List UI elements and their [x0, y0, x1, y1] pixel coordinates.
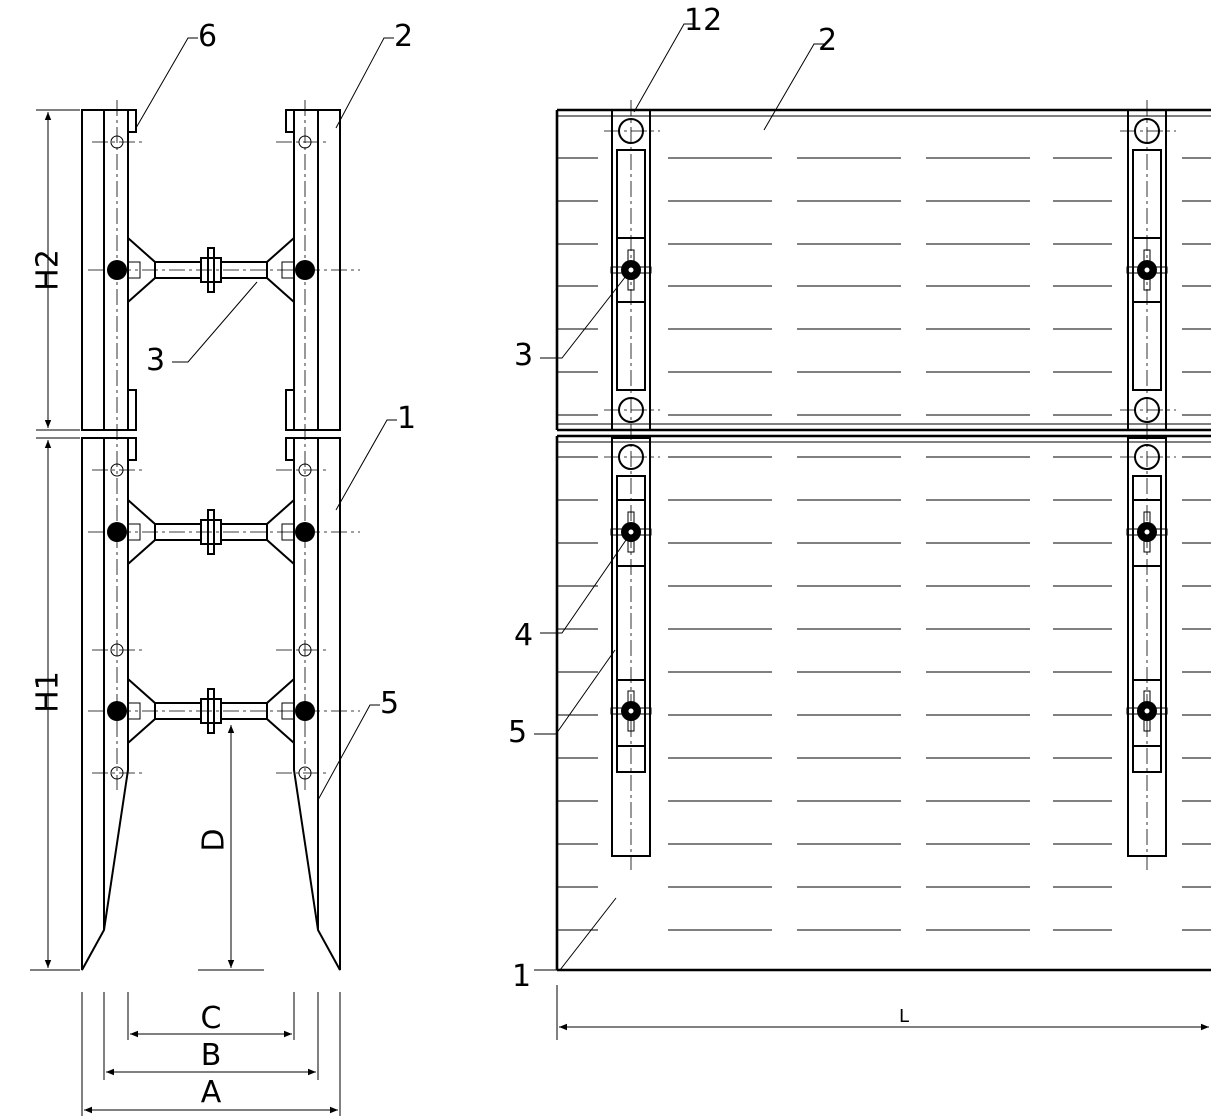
dimension-label-h2: H2 [31, 249, 66, 291]
callout-2-left: 2 [394, 19, 413, 54]
post-holes [92, 135, 330, 780]
callout-12: 12 [684, 3, 722, 38]
dimension-label-c: C [201, 1001, 222, 1036]
callout-5-left: 5 [380, 686, 399, 721]
dimension-a: A [81, 992, 341, 1116]
left-upright [604, 100, 660, 870]
upper-panel [555, 108, 1211, 432]
dimension-h2: H2 [31, 109, 80, 431]
dimension-label-h1: H1 [31, 671, 66, 713]
leader-2-left: 2 [335, 19, 413, 129]
board-lines [557, 157, 1211, 931]
callout-5-right: 5 [508, 715, 527, 750]
dimension-label-d: D [197, 828, 232, 851]
leader-6: 6 [135, 19, 217, 129]
leader-5-left: 5 [317, 686, 399, 801]
leader-2-right: 2 [763, 23, 837, 131]
bolt-upper-left [610, 249, 652, 291]
callout-1-right: 1 [512, 959, 531, 994]
leader-5-right: 5 [508, 649, 616, 750]
leader-1-right: 1 [512, 897, 617, 994]
callout-3-left: 3 [146, 343, 165, 378]
dimension-h1: H1 [30, 437, 80, 971]
front-view: L 12 2 3 4 5 1 [508, 3, 1211, 1040]
callout-2-right: 2 [818, 23, 837, 58]
bolt-lower-right [1126, 690, 1168, 732]
callout-6: 6 [198, 19, 217, 54]
leader-4-right: 4 [514, 539, 627, 653]
dimension-b: B [103, 992, 319, 1080]
lower-right-post [285, 437, 341, 971]
dimension-d: D [197, 725, 264, 971]
bolt-middle-left [610, 511, 652, 553]
leader-1-left: 1 [335, 401, 416, 511]
leader-12: 12 [633, 3, 722, 113]
tie-rod-lower [88, 678, 360, 744]
dimension-label-a: A [201, 1075, 222, 1110]
right-upright [1120, 100, 1176, 870]
callout-1-left: 1 [397, 401, 416, 436]
bolt-lower-left [610, 690, 652, 732]
lower-left-post [81, 437, 137, 971]
callout-4-right: 4 [514, 618, 533, 653]
callout-3-right: 3 [514, 338, 533, 373]
dimension-label-l: L [899, 1006, 909, 1027]
side-view: H2 H1 D C B [30, 19, 416, 1116]
leader-3-right: 3 [514, 275, 627, 373]
tie-rod-middle [88, 499, 360, 565]
bolt-middle-right [1126, 511, 1168, 553]
lower-panel [555, 434, 1211, 972]
dimension-l: L [556, 985, 1209, 1040]
leader-3-left: 3 [146, 281, 258, 378]
dimension-label-b: B [201, 1038, 222, 1073]
dimension-c: C [127, 992, 295, 1040]
tie-rod-upper [88, 237, 360, 303]
bolt-upper-right [1126, 249, 1168, 291]
